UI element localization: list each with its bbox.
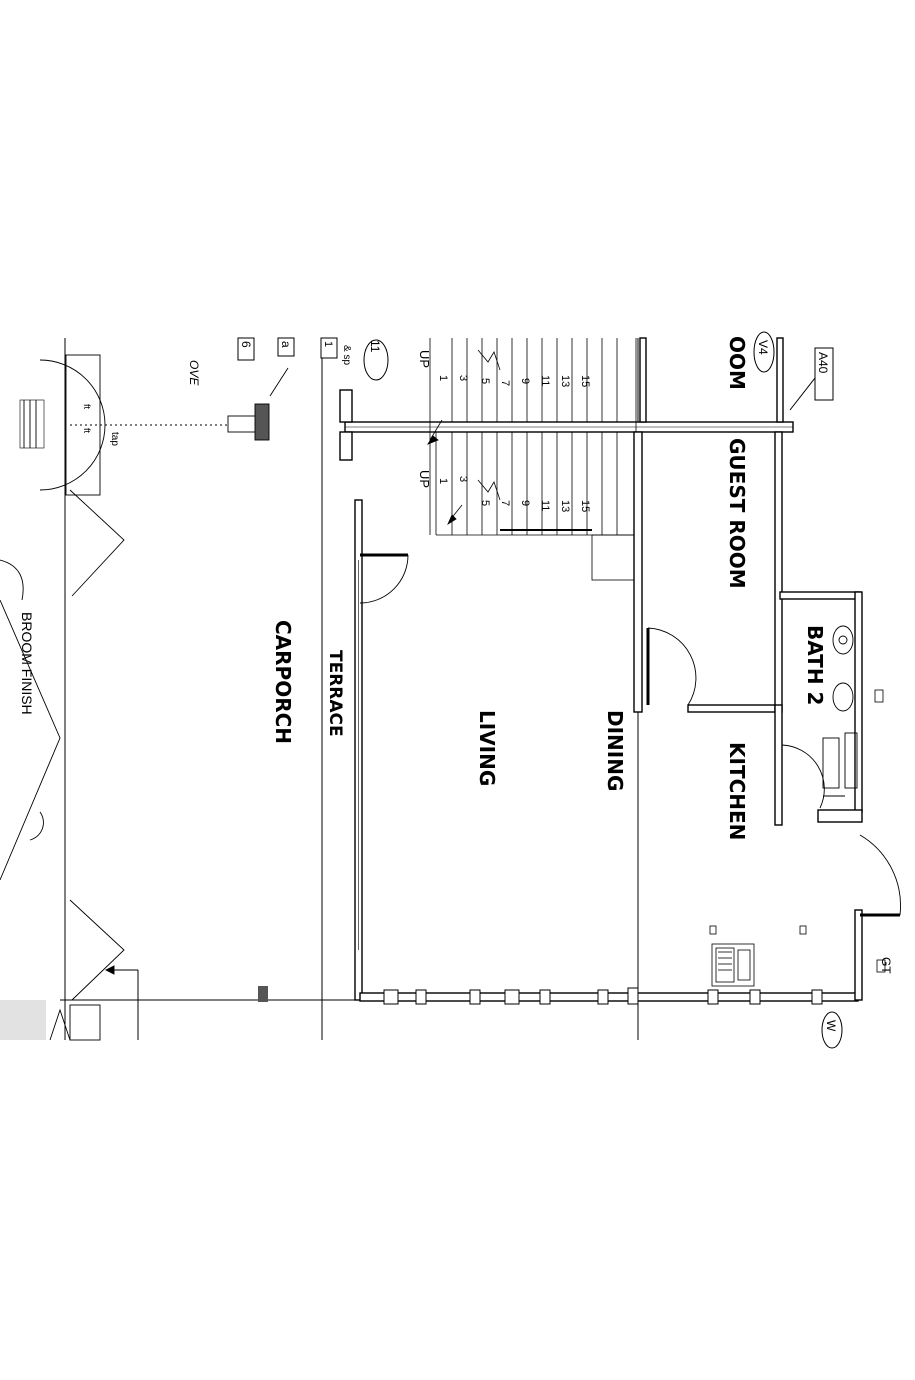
tag-a-text: a bbox=[279, 341, 293, 348]
tag-a40: A40 bbox=[789, 347, 834, 411]
tag-a: a bbox=[277, 337, 295, 357]
tag-6-text: 6 bbox=[239, 341, 253, 348]
room-label-terrace: TERRACE bbox=[325, 650, 345, 737]
stair-number: 1 bbox=[437, 478, 449, 484]
broom-finish-label: BROOM FINISH bbox=[19, 612, 35, 715]
bath-fixtures bbox=[822, 625, 858, 797]
room-label-living: LIVING bbox=[475, 710, 499, 786]
tap-label: tap bbox=[109, 432, 120, 446]
tag-ove-text: OVE bbox=[187, 360, 201, 386]
staircase bbox=[427, 338, 637, 581]
tag-1-text: 1 bbox=[322, 341, 334, 347]
stair-number: 13 bbox=[559, 375, 571, 387]
room-label-carporch: CARPORCH bbox=[271, 620, 295, 744]
kitchen-sink bbox=[709, 689, 886, 987]
tag-sp-text: & sp bbox=[341, 345, 352, 365]
stair-number: 5 bbox=[479, 500, 491, 506]
room-label-dining: DINING bbox=[603, 710, 627, 791]
door-swings bbox=[69, 489, 901, 1001]
stair-number: 9 bbox=[519, 500, 531, 506]
stair-number: 3 bbox=[457, 375, 469, 381]
tag-w-text: W bbox=[824, 1020, 838, 1032]
stair-number: 3 bbox=[457, 476, 469, 482]
window-markers bbox=[383, 987, 823, 1005]
tag-v4-text: V4 bbox=[756, 340, 770, 355]
interior-walls bbox=[354, 431, 863, 1002]
stair-number: 11 bbox=[539, 375, 551, 386]
tag-v4: V4 bbox=[753, 331, 775, 373]
tag-1: 1 bbox=[320, 337, 338, 359]
ft-label: ft bbox=[82, 428, 92, 434]
stair-number: 9 bbox=[519, 378, 531, 384]
room-label-guest-room-cut: OOM bbox=[725, 336, 749, 390]
stair-numbers-right: 1 3 5 7 9 11 13 15 bbox=[437, 476, 591, 512]
stair-up-label: UP bbox=[417, 350, 432, 368]
stair-number: 13 bbox=[559, 500, 571, 512]
ft-label: ft bbox=[82, 404, 92, 410]
room-label-kitchen: KITCHEN bbox=[725, 742, 749, 840]
tag-a40-text: A40 bbox=[816, 352, 830, 374]
stair-number: 15 bbox=[579, 375, 591, 387]
stair-number: 7 bbox=[499, 500, 511, 506]
stair-number: 7 bbox=[499, 380, 511, 386]
tag-11: 11 bbox=[363, 339, 389, 381]
stair-number: 1 bbox=[437, 375, 449, 381]
room-label-bath-2: BATH 2 bbox=[803, 625, 827, 705]
gt-label: GT bbox=[879, 957, 893, 974]
stair-numbers-left: 1 3 5 7 9 11 13 15 bbox=[437, 375, 591, 387]
tag-6: 6 bbox=[237, 337, 255, 361]
outdoor-elements bbox=[0, 354, 289, 1041]
stair-number: 11 bbox=[539, 500, 551, 511]
stair-number: 15 bbox=[579, 500, 591, 512]
stair-number: 5 bbox=[479, 378, 491, 384]
main-beam bbox=[339, 337, 794, 461]
tag-11-text: 11 bbox=[368, 340, 382, 353]
room-label-guest-room: GUEST ROOM bbox=[725, 438, 749, 589]
stair-up-label: UP bbox=[417, 470, 432, 488]
tag-w: W bbox=[821, 1011, 843, 1049]
